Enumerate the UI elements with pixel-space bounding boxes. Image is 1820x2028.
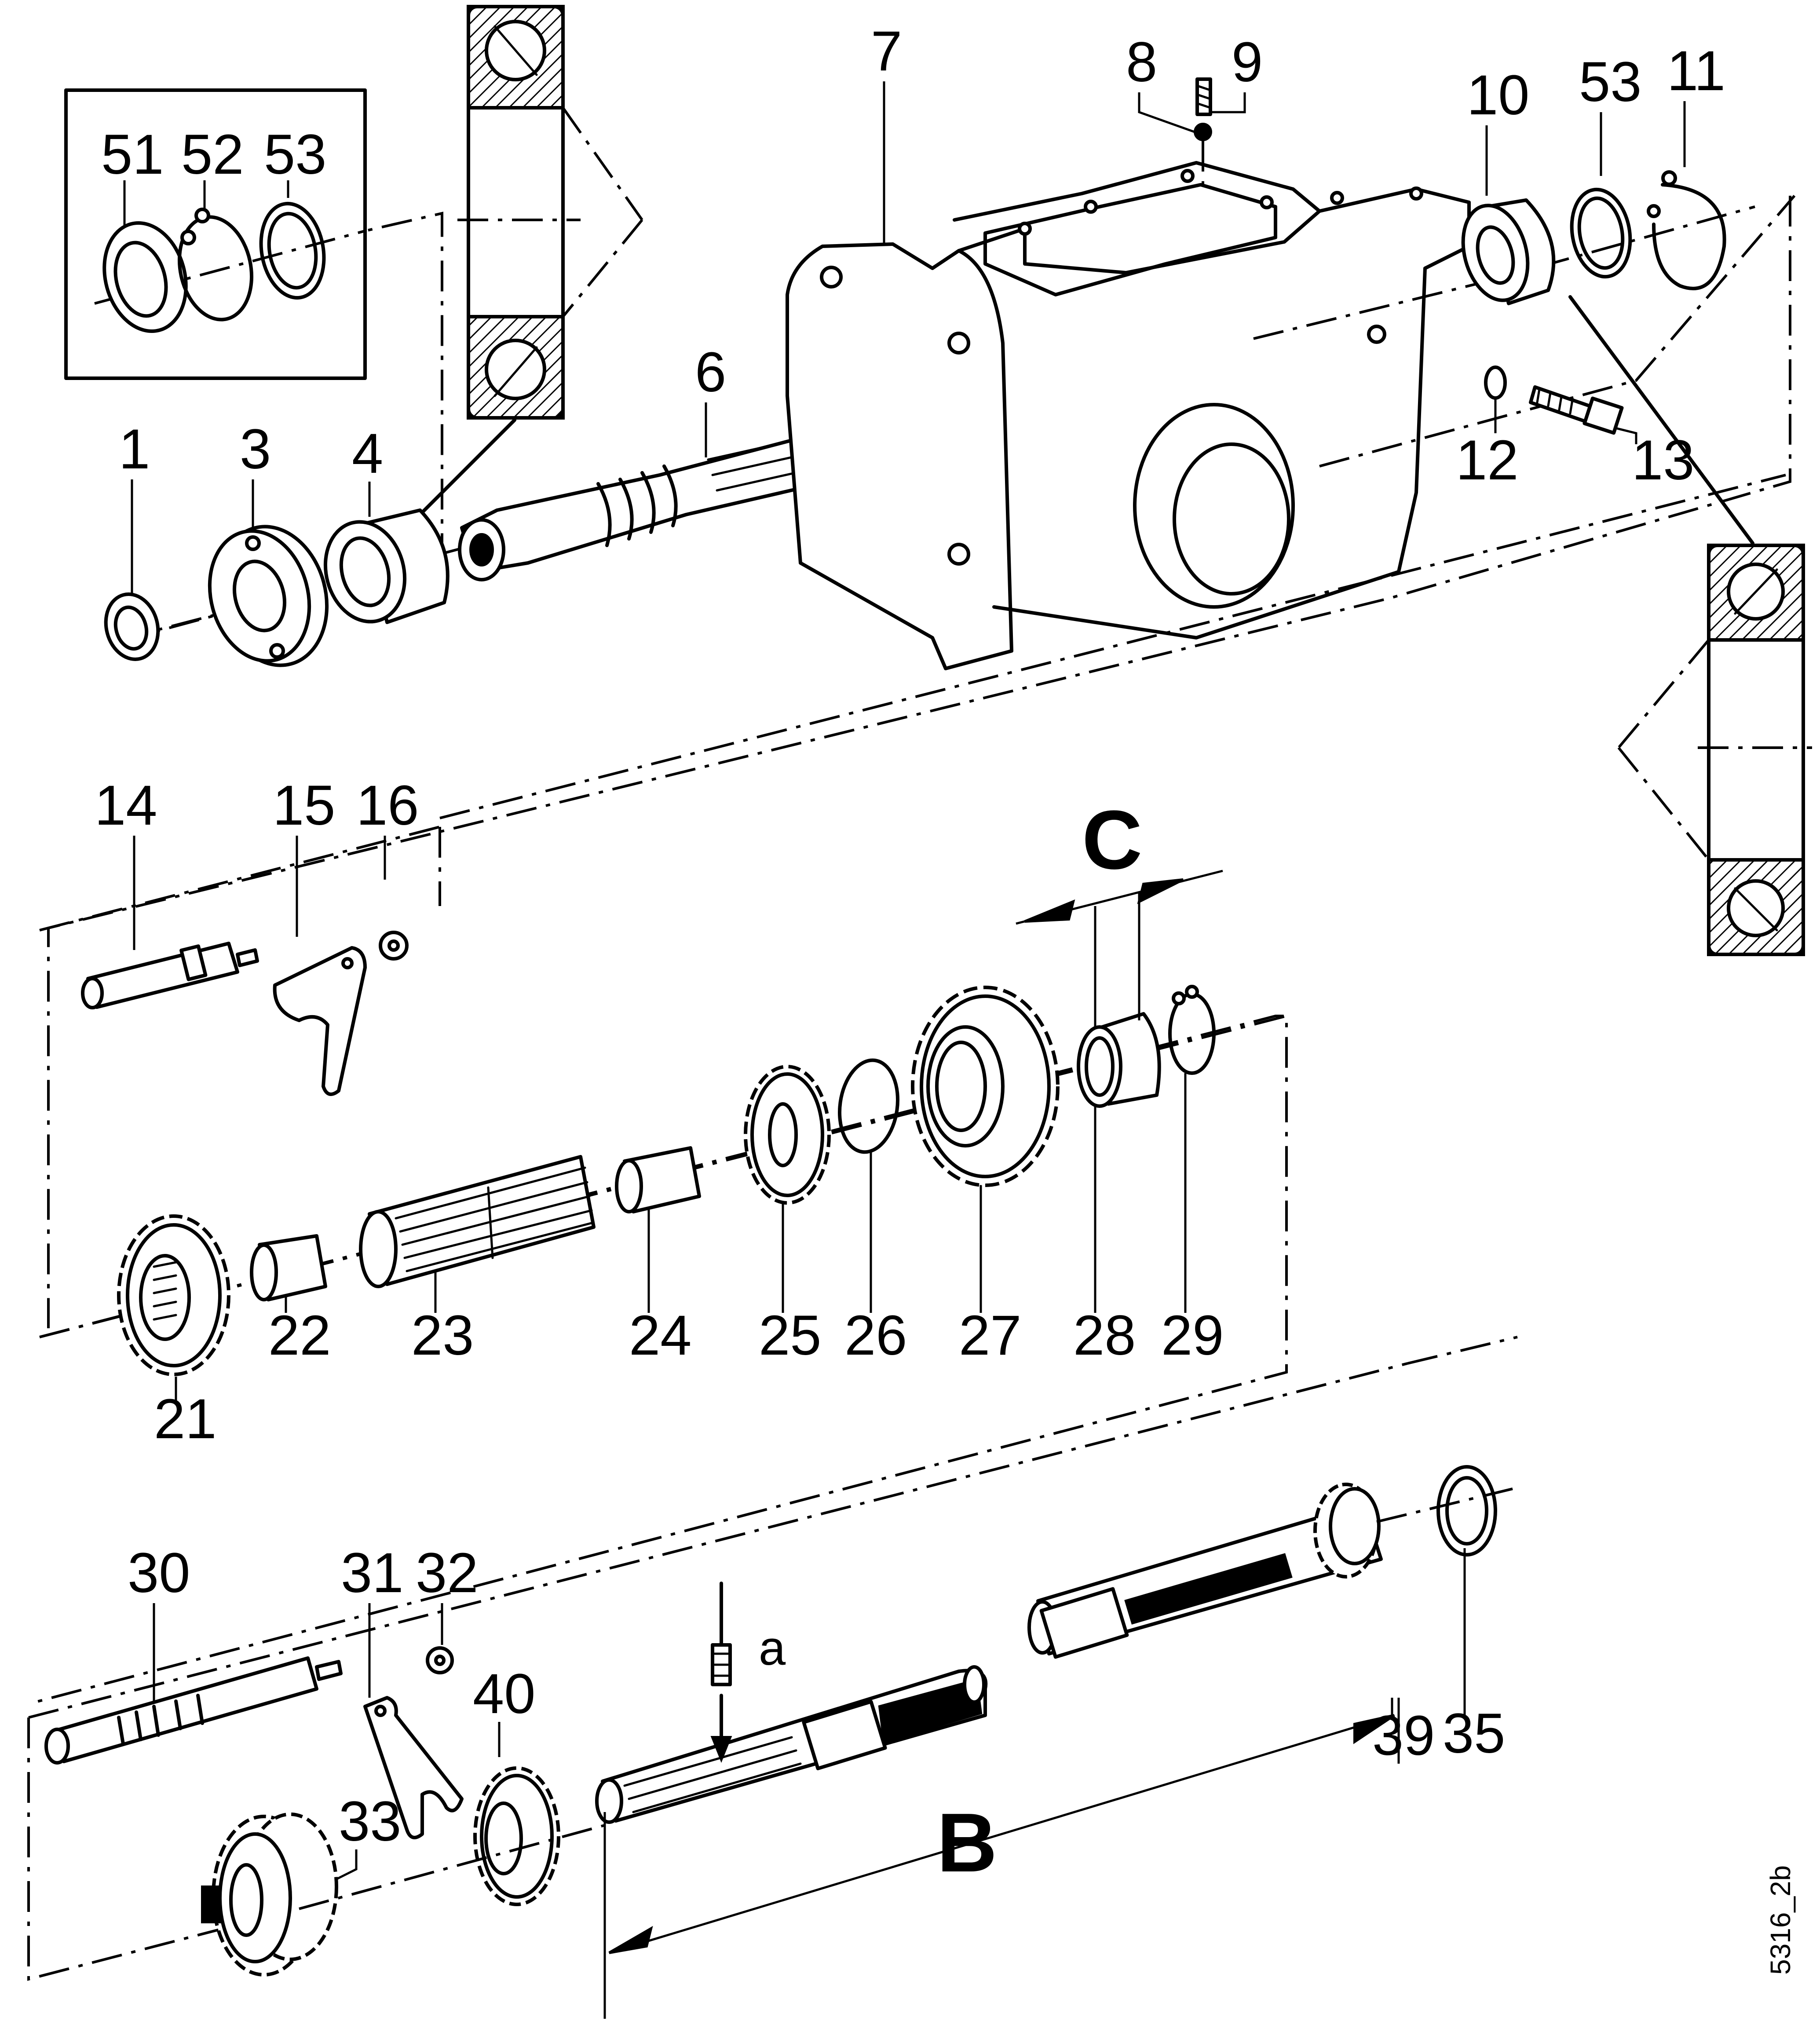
label-30: 30 <box>128 1542 190 1604</box>
bushing-24-icon <box>615 1146 701 1213</box>
shim-53-inset-icon <box>259 201 326 300</box>
dimension-b-label: B <box>937 1796 997 1889</box>
splined-shaft-23-icon <box>359 1155 596 1288</box>
bearing-cross-section-detail-right <box>1568 295 1812 956</box>
grease-brush-icon <box>710 1582 732 1763</box>
dimension-c-arrow-right-icon <box>1137 878 1184 904</box>
circlip-29-icon <box>1168 985 1216 1075</box>
label-27: 27 <box>959 1304 1021 1367</box>
label-33: 33 <box>339 1790 401 1853</box>
ball-bearing-10-icon <box>1461 198 1556 305</box>
gear-27-icon <box>911 986 1060 1187</box>
washer-12-icon <box>1484 365 1507 400</box>
label-9: 9 <box>1232 31 1263 94</box>
label-14: 14 <box>95 774 157 837</box>
label-29: 29 <box>1161 1304 1224 1367</box>
output-shaft-39-right-segment-icon <box>1027 1483 1383 1659</box>
label-13: 13 <box>1632 429 1694 492</box>
bearing-cross-section-detail-left <box>396 5 643 538</box>
label-15: 15 <box>273 774 335 837</box>
section-bottom: 30 31 32 40 33 39 35 <box>27 1336 1796 2019</box>
label-35: 35 <box>1443 1702 1505 1765</box>
gear-40-icon <box>473 1766 560 1906</box>
nut-32-icon <box>426 1646 454 1674</box>
label-11: 11 <box>1667 40 1725 102</box>
o-ring-26-icon <box>837 1058 900 1154</box>
label-24: 24 <box>629 1304 691 1367</box>
shim-53-icon <box>1570 187 1632 279</box>
label-6: 6 <box>695 341 726 404</box>
seal-51-icon <box>102 221 188 333</box>
shim-washer-35-icon <box>1436 1465 1497 1557</box>
label-10: 10 <box>1467 64 1529 127</box>
inset-box: 51 52 53 <box>64 88 367 380</box>
worm-shaft-6-icon <box>458 429 859 581</box>
circlip-52-icon <box>177 208 254 322</box>
label-40: 40 <box>473 1663 535 1725</box>
shift-fork-15-icon <box>273 946 367 1096</box>
seal-ring-1-icon <box>104 592 160 661</box>
section-top: 1 3 4 6 7 8 9 10 53 11 12 13 <box>47 20 1796 1328</box>
shift-rod-30-icon <box>44 1656 343 1765</box>
gear-21-icon <box>117 1214 230 1376</box>
splined-hub-28-icon <box>1077 1012 1161 1108</box>
label-51: 51 <box>101 123 164 186</box>
shift-rod-14-icon <box>81 942 259 1009</box>
dimension-b-arrow-right-icon <box>1353 1714 1395 1744</box>
label-53-top: 53 <box>1579 51 1641 113</box>
circlip-11-icon <box>1647 170 1726 290</box>
brush-arrow-down-icon <box>710 1736 732 1763</box>
label-8: 8 <box>1126 31 1157 94</box>
label-16: 16 <box>356 774 419 837</box>
label-31: 31 <box>341 1542 403 1604</box>
label-23: 23 <box>411 1304 474 1367</box>
brush-label-a: a <box>759 1621 786 1675</box>
label-25: 25 <box>759 1304 821 1367</box>
label-3: 3 <box>240 418 271 481</box>
label-7: 7 <box>871 20 902 83</box>
ball-bearing-4-icon <box>323 508 450 624</box>
drawing-number: 5316_2b <box>1765 1865 1796 1975</box>
bearing-cover-3-icon <box>208 525 329 667</box>
section-middle: 14 15 16 21 22 23 24 25 <box>35 474 1786 1703</box>
nut-16-icon <box>379 931 409 961</box>
ball-8-icon <box>1194 123 1212 141</box>
shift-fork-31-icon <box>363 1696 464 1839</box>
dimension-c: C <box>1016 793 1223 1020</box>
dimension-c-label: C <box>1082 793 1142 887</box>
dimension-b-arrow-left-icon <box>608 1926 653 1954</box>
label-12: 12 <box>1456 429 1518 492</box>
label-53-inset: 53 <box>264 123 326 186</box>
spring-9-icon <box>1195 77 1212 116</box>
label-52: 52 <box>181 123 244 186</box>
output-shaft-39-left-segment-icon <box>595 1665 988 1824</box>
double-gear-33-icon <box>201 1812 338 1977</box>
dimension-c-arrow-left-icon <box>1024 899 1075 923</box>
dimension-b: B <box>603 1698 1400 2019</box>
label-28: 28 <box>1073 1304 1136 1367</box>
label-32: 32 <box>416 1542 478 1604</box>
label-22: 22 <box>268 1304 331 1367</box>
label-4: 4 <box>352 422 383 485</box>
label-1: 1 <box>119 418 150 481</box>
gear-25-icon <box>744 1065 831 1205</box>
bushing-22-icon <box>250 1234 327 1301</box>
cap-screw-13-icon <box>1529 385 1624 435</box>
label-21: 21 <box>154 1388 216 1451</box>
label-26: 26 <box>844 1304 907 1367</box>
label-39: 39 <box>1372 1704 1435 1767</box>
gearbox-housing-icon <box>786 141 1471 670</box>
